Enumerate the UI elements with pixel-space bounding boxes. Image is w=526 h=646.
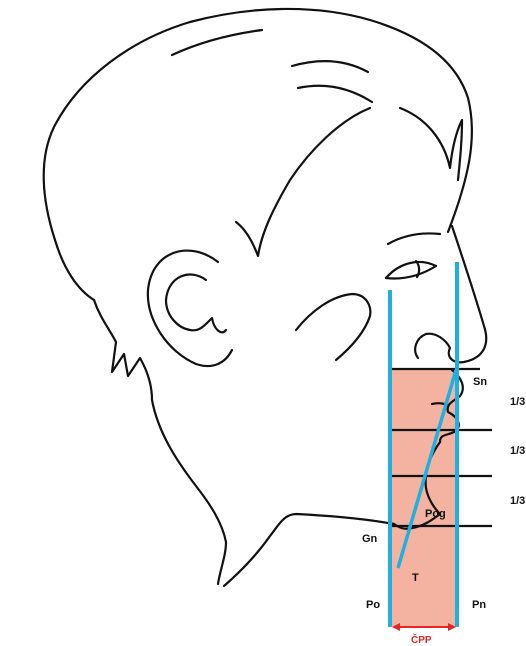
label-sn: Sn	[473, 376, 487, 388]
jaw-line	[296, 294, 370, 360]
label-pog: Pog	[425, 508, 446, 520]
hair-sideburn	[236, 108, 370, 256]
label-cpp: ČPP	[411, 633, 432, 646]
neck-lower-line	[152, 400, 226, 584]
label-third-2: 1/3	[510, 445, 525, 457]
neck-back-line	[94, 300, 152, 400]
eyebrow	[388, 233, 440, 244]
hair-line-1	[172, 30, 262, 55]
hair-line-3	[298, 86, 372, 102]
label-po: Po	[366, 599, 380, 611]
label-t: T	[412, 572, 419, 584]
hair-fringe	[400, 108, 462, 180]
label-pn: Pn	[472, 599, 486, 611]
hair-line-2	[292, 61, 368, 72]
label-third-3: 1/3	[510, 495, 525, 507]
label-gn: Gn	[362, 533, 378, 545]
neck-front-line	[224, 514, 394, 586]
nose-profile	[415, 226, 486, 362]
ear-inner	[166, 274, 226, 332]
ear-outer	[148, 251, 232, 366]
label-third-1: 1/3	[510, 396, 525, 408]
